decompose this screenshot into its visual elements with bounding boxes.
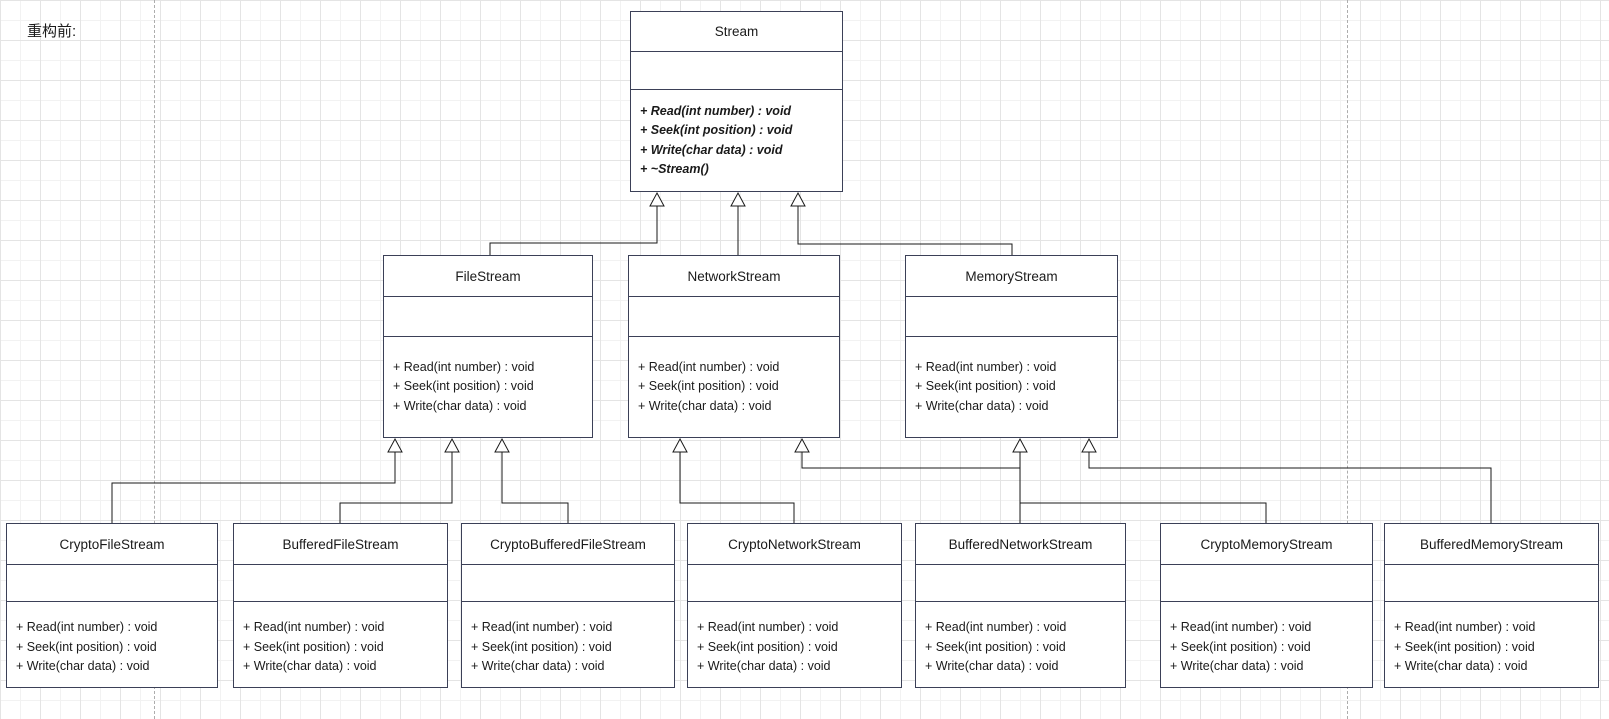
method-label: + Seek(int position) : void [638,379,779,394]
method-label: + Seek(int position) : void [243,639,384,654]
methods-compartment: + Read(int number) : void + Seek(int pos… [462,602,674,687]
class-name: FileStream [384,256,592,297]
attributes-compartment [7,565,217,602]
attributes-compartment [688,565,901,602]
attributes-compartment [906,297,1117,337]
method-label: + Write(char data) : void [640,142,783,157]
class-name: BufferedFileStream [234,524,447,565]
method-label: + Write(char data) : void [393,398,527,413]
methods-compartment: + Read(int number) : void + Seek(int pos… [1161,602,1372,687]
method-label: + Write(char data) : void [638,398,772,413]
methods-compartment: + Read(int number) : void + Seek(int pos… [234,602,447,687]
method-label: + Read(int number) : void [471,620,613,635]
method-label: + Seek(int position) : void [640,123,793,137]
method-label: + Seek(int position) : void [1170,639,1311,654]
class-box-cryptobufferedfilestream[interactable]: CryptoBufferedFileStream + Read(int numb… [461,523,675,688]
inheritance-arrow-bufferedmemorystream-to-memorystream[interactable] [1081,437,1492,523]
inheritance-arrow-cryptofilestream-to-filestream[interactable] [111,437,403,523]
inheritance-arrow-cryptonetworkstream-to-networkstream[interactable] [672,437,795,523]
methods-compartment: + Read(int number) : void + Seek(int pos… [916,602,1125,687]
method-label: + ~Stream() [640,162,709,176]
method-label: + Write(char data) : void [1394,659,1528,674]
class-name: CryptoFileStream [7,524,217,565]
methods-compartment: + Read(int number) : void + Seek(int pos… [688,602,901,687]
method-label: + Seek(int position) : void [393,379,534,394]
attributes-compartment [1385,565,1598,602]
inheritance-arrow-filestream-to-stream[interactable] [489,191,665,255]
attributes-compartment [916,565,1125,602]
methods-compartment: + Read(int number) : void + Seek(int pos… [631,90,842,191]
attributes-compartment [462,565,674,602]
method-label: + Read(int number) : void [243,620,385,635]
method-label: + Write(char data) : void [243,659,377,674]
method-label: + Seek(int position) : void [16,639,157,654]
annotation-label[interactable]: 重构前: [27,23,77,40]
method-label: + Read(int number) : void [697,620,839,635]
method-label: + Write(char data) : void [1170,659,1304,674]
method-label: + Seek(int position) : void [915,379,1056,394]
method-label: + Read(int number) : void [640,103,792,118]
class-box-filestream[interactable]: FileStream + Read(int number) : void + S… [383,255,593,438]
page-boundary-left [154,0,155,719]
class-name: MemoryStream [906,256,1117,297]
class-name: NetworkStream [629,256,839,297]
method-label: + Read(int number) : void [1394,620,1536,635]
inheritance-arrow-cryptomemorystream-to-memorystream[interactable] [1012,437,1267,523]
class-name: CryptoNetworkStream [688,524,901,565]
attributes-compartment [1161,565,1372,602]
method-label: + Seek(int position) : void [471,639,612,654]
class-name: CryptoBufferedFileStream [462,524,674,565]
class-box-stream[interactable]: Stream + Read(int number) : void + Seek(… [630,11,843,192]
attributes-compartment [631,52,842,90]
inheritance-arrow-bufferedfilestream-to-filestream[interactable] [339,437,460,523]
method-label: + Seek(int position) : void [1394,639,1535,654]
class-box-bufferedmemorystream[interactable]: BufferedMemoryStream + Read(int number) … [1384,523,1599,688]
methods-compartment: + Read(int number) : void + Seek(int pos… [384,337,592,437]
method-label: + Read(int number) : void [915,359,1057,374]
method-label: + Seek(int position) : void [697,639,838,654]
method-label: + Read(int number) : void [638,359,780,374]
method-label: + Write(char data) : void [16,659,150,674]
class-box-networkstream[interactable]: NetworkStream + Read(int number) : void … [628,255,840,438]
inheritance-arrow-cryptobufferedfilestream-to-filestream[interactable] [494,437,569,523]
inheritance-arrow-networkstream-to-stream[interactable] [730,191,746,255]
methods-compartment: + Read(int number) : void + Seek(int pos… [7,602,217,687]
attributes-compartment [384,297,592,337]
attributes-compartment [234,565,447,602]
method-label: + Read(int number) : void [393,359,535,374]
class-box-cryptofilestream[interactable]: CryptoFileStream + Read(int number) : vo… [6,523,218,688]
page-boundary-right [1347,0,1348,719]
class-box-bufferedfilestream[interactable]: BufferedFileStream + Read(int number) : … [233,523,448,688]
method-label: + Seek(int position) : void [925,639,1066,654]
method-label: + Write(char data) : void [471,659,605,674]
method-label: + Write(char data) : void [925,659,1059,674]
class-box-bufferednetworkstream[interactable]: BufferedNetworkStream + Read(int number)… [915,523,1126,688]
attributes-compartment [629,297,839,337]
class-box-cryptomemorystream[interactable]: CryptoMemoryStream + Read(int number) : … [1160,523,1373,688]
method-label: + Read(int number) : void [925,620,1067,635]
method-label: + Read(int number) : void [16,620,158,635]
class-box-cryptonetworkstream[interactable]: CryptoNetworkStream + Read(int number) :… [687,523,902,688]
inheritance-arrow-bufferednetworkstream-to-networkstream[interactable] [794,437,1021,523]
inheritance-arrow-memorystream-to-stream[interactable] [790,191,1013,255]
method-label: + Write(char data) : void [697,659,831,674]
class-name: BufferedMemoryStream [1385,524,1598,565]
class-box-memorystream[interactable]: MemoryStream + Read(int number) : void +… [905,255,1118,438]
class-name: Stream [631,12,842,52]
method-label: + Read(int number) : void [1170,620,1312,635]
methods-compartment: + Read(int number) : void + Seek(int pos… [906,337,1117,437]
methods-compartment: + Read(int number) : void + Seek(int pos… [629,337,839,437]
class-name: CryptoMemoryStream [1161,524,1372,565]
method-label: + Write(char data) : void [915,398,1049,413]
class-name: BufferedNetworkStream [916,524,1125,565]
methods-compartment: + Read(int number) : void + Seek(int pos… [1385,602,1598,687]
